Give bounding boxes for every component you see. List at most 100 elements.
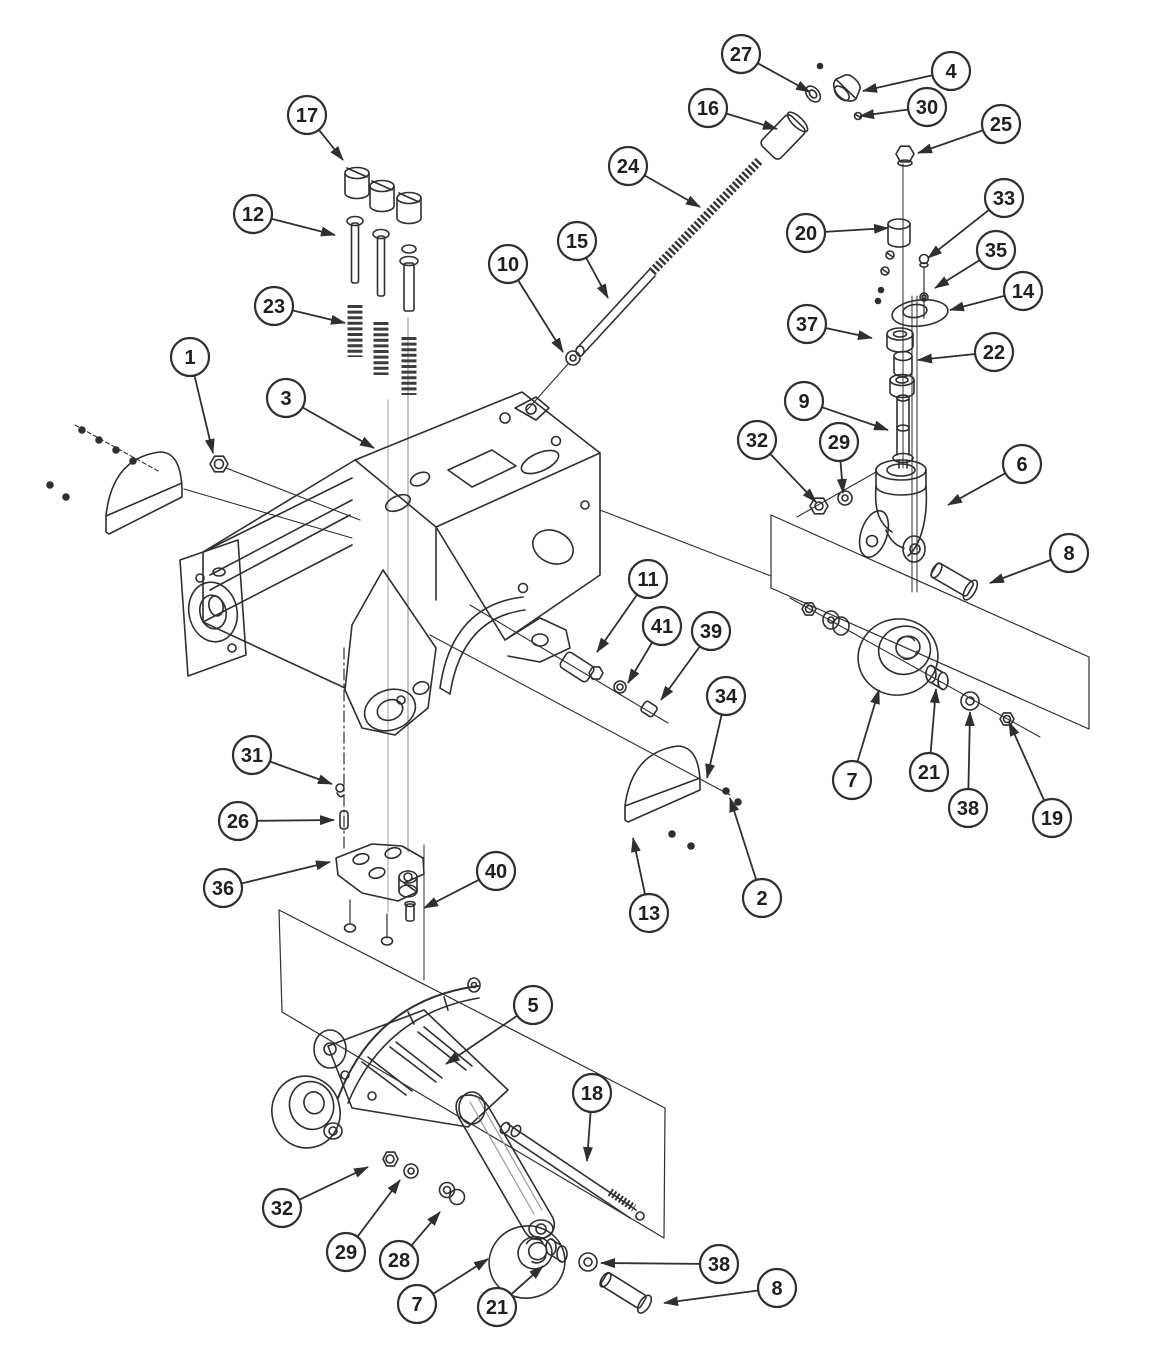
axis-lines xyxy=(74,163,1041,981)
callout-number-38: 38 xyxy=(708,1254,730,1276)
callout-number-5: 5 xyxy=(527,995,538,1017)
callout-number-6: 6 xyxy=(1016,454,1027,476)
callout-balloon-35 xyxy=(975,229,1017,271)
callout-number-11: 11 xyxy=(637,569,658,591)
callout-number-19: 19 xyxy=(1041,808,1063,830)
callout-balloon-5 xyxy=(512,984,554,1026)
callout-balloon-4 xyxy=(930,50,972,92)
callout-number-35: 35 xyxy=(985,240,1007,262)
callout-12-1: 12 xyxy=(232,193,336,237)
callout-balloon-25 xyxy=(980,103,1022,145)
callout-number-37: 37 xyxy=(796,314,818,336)
leader-line-5 xyxy=(445,1014,518,1065)
callout-19-31: 19 xyxy=(1008,721,1073,839)
callout-number-36: 36 xyxy=(212,878,234,900)
leader-line-41 xyxy=(627,641,654,684)
callout-balloon-9 xyxy=(783,380,825,422)
callout-balloon-14 xyxy=(1002,270,1044,312)
lower-arm-assembly xyxy=(271,977,653,1314)
callout-number-29: 29 xyxy=(335,1242,357,1264)
callout-number-20: 20 xyxy=(795,223,817,245)
callout-10-5: 10 xyxy=(487,243,564,353)
callout-36-34: 36 xyxy=(202,860,331,909)
callout-11-24: 11 xyxy=(596,558,669,653)
leader-line-3 xyxy=(302,406,375,449)
callout-number-39: 39 xyxy=(700,621,722,643)
leader-line-32 xyxy=(298,1166,369,1201)
leader-line-27 xyxy=(757,62,811,93)
leader-line-13 xyxy=(631,837,646,895)
callout-balloon-18 xyxy=(571,1072,613,1114)
leader-line-29 xyxy=(356,1179,401,1238)
callout-balloon-19 xyxy=(1031,797,1073,839)
leader-line-26 xyxy=(256,815,335,826)
callout-3-4: 3 xyxy=(265,377,375,449)
leader-line-10 xyxy=(517,279,564,353)
callout-number-30: 30 xyxy=(916,97,938,119)
leader-line-7 xyxy=(432,1258,489,1295)
callout-number-2: 2 xyxy=(756,888,767,910)
callout-32-20: 32 xyxy=(736,419,817,503)
caster-fork xyxy=(809,459,979,601)
callout-number-28: 28 xyxy=(388,1250,410,1272)
leader-line-34 xyxy=(705,714,723,779)
callout-41-25: 41 xyxy=(627,605,683,684)
leader-line-8 xyxy=(663,1289,759,1307)
leader-line-20 xyxy=(824,223,889,234)
leader-line-38 xyxy=(964,711,975,790)
callout-7-28: 7 xyxy=(831,689,880,801)
callout-balloon-12 xyxy=(232,193,274,235)
leader-line-35 xyxy=(934,259,981,289)
callout-22-18: 22 xyxy=(917,331,1015,373)
callout-31-32: 31 xyxy=(231,734,333,785)
callout-28-42: 28 xyxy=(378,1211,441,1281)
callout-number-38: 38 xyxy=(957,798,979,820)
callout-balloon-2 xyxy=(741,877,783,919)
callout-balloon-3 xyxy=(265,377,307,419)
callout-balloon-24 xyxy=(607,145,649,187)
callout-balloon-37 xyxy=(786,303,828,345)
leader-line-24 xyxy=(644,174,701,208)
callout-number-7: 7 xyxy=(846,770,857,792)
callout-number-16: 16 xyxy=(697,98,719,120)
callout-27-9: 27 xyxy=(720,33,811,93)
callout-number-1: 1 xyxy=(184,347,195,369)
leader-line-29 xyxy=(836,460,847,494)
callout-balloon-41 xyxy=(641,605,683,647)
callout-number-31: 31 xyxy=(241,745,263,767)
lower-shield xyxy=(624,745,742,850)
parts-drawing xyxy=(46,62,1090,1314)
callout-balloon-40 xyxy=(475,850,517,892)
leader-line-7 xyxy=(856,689,880,763)
callout-balloon-30 xyxy=(906,86,948,128)
leader-line-12 xyxy=(271,217,336,237)
callout-38-45: 38 xyxy=(600,1243,740,1285)
callout-balloon-34 xyxy=(705,675,747,717)
callout-balloon-39 xyxy=(690,610,732,652)
callout-balloon-27 xyxy=(720,33,762,75)
callout-15-6: 15 xyxy=(556,220,609,299)
callout-30-11: 30 xyxy=(859,86,948,128)
callout-balloon-31 xyxy=(231,734,273,776)
callout-balloon-32 xyxy=(736,419,778,461)
callout-24-7: 24 xyxy=(607,145,701,208)
leader-line-38 xyxy=(600,1258,701,1269)
callout-number-14: 14 xyxy=(1012,281,1035,303)
callout-33-13: 33 xyxy=(927,177,1025,259)
callout-number-7: 7 xyxy=(411,1294,422,1316)
callout-38-30: 38 xyxy=(947,711,989,829)
callout-balloon-10 xyxy=(487,243,529,285)
leader-line-30 xyxy=(859,108,909,120)
callout-5-38: 5 xyxy=(445,984,554,1065)
bolt-8-right xyxy=(930,562,979,601)
leader-line-31 xyxy=(269,760,333,785)
callout-9-19: 9 xyxy=(783,380,889,431)
callout-number-25: 25 xyxy=(990,114,1012,136)
callout-number-8: 8 xyxy=(1063,543,1074,565)
leader-line-17 xyxy=(318,129,344,161)
leader-line-23 xyxy=(292,309,346,325)
callout-34-27: 34 xyxy=(705,675,747,779)
leader-line-33 xyxy=(927,209,990,259)
